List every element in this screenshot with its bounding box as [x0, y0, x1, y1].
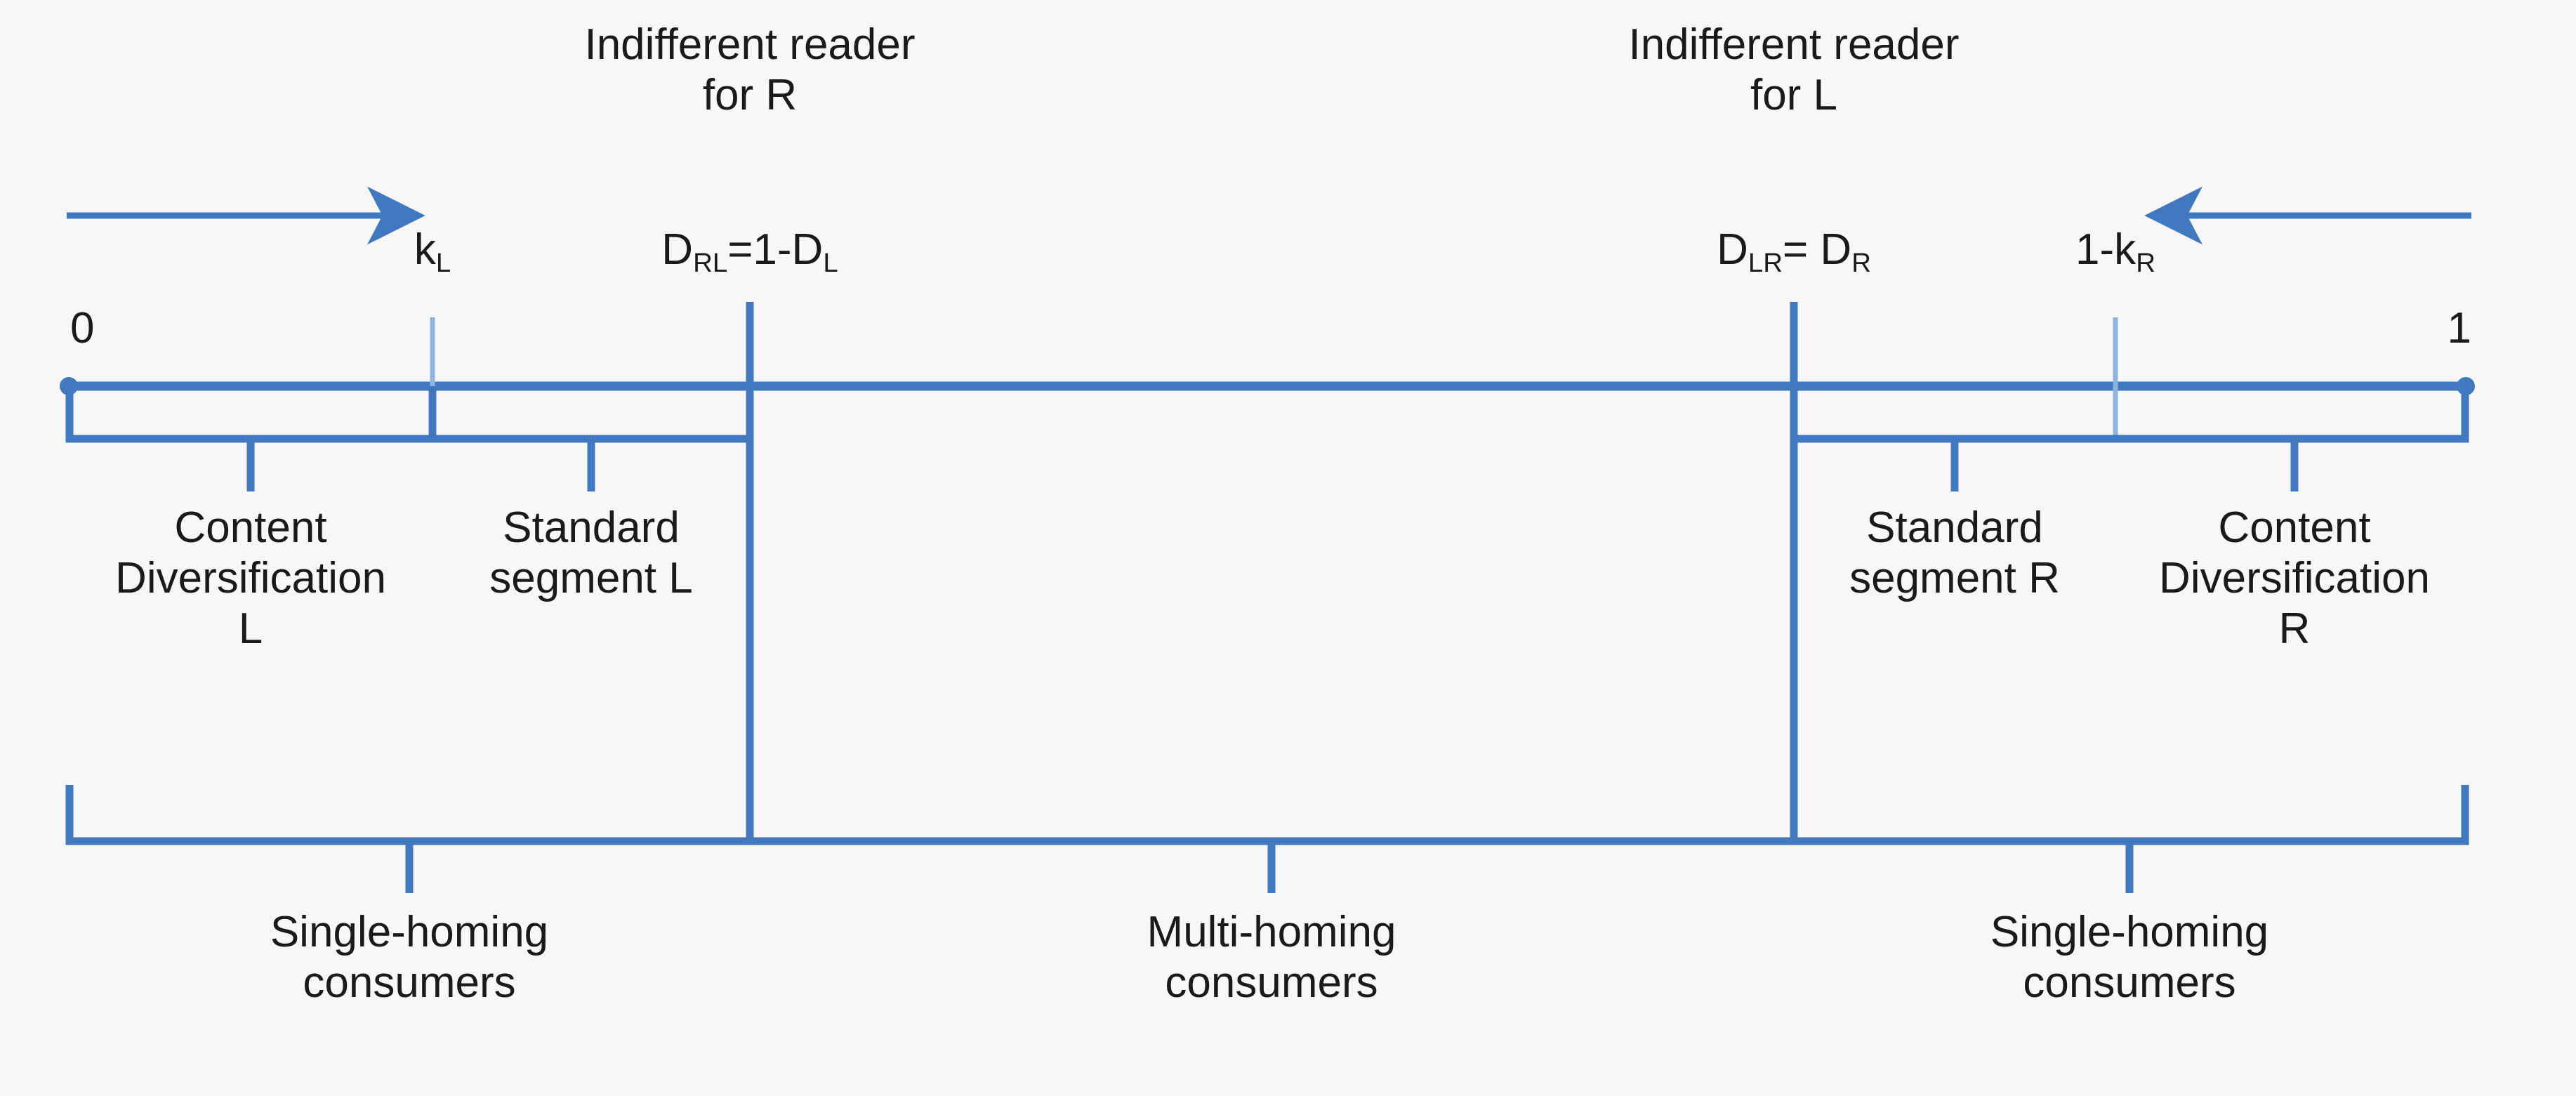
segment-label-content-diversification-l-line3: L [238, 604, 263, 653]
upper-bracket-content-diversification-l [65, 386, 432, 491]
upper-bracket-standard-segment-r [1790, 386, 2115, 491]
segment-label-standard-segment-l-line2: segment L [489, 553, 693, 602]
tick-label-k-left-base: k [414, 225, 436, 274]
tick-label-k-left-sub: L [435, 247, 451, 278]
upper-bracket-standard-segment-l [428, 386, 750, 491]
upper-bracket-content-diversification-r [2115, 386, 2469, 491]
annotation-indifferent-reader-r-line2: for R [702, 70, 798, 119]
tick-label-d-lr-sub: LR [1748, 247, 1783, 278]
tick-label-one-minus-k-right: 1-kR [1954, 225, 2277, 278]
segment-label-standard-segment-l: Standard segment L [437, 503, 746, 604]
homing-label-multi-homing-line2: consumers [1165, 958, 1378, 1007]
annotation-indifferent-reader-l-line2: for L [1750, 70, 1838, 119]
tick-label-d-rl-suffix-sub: L [823, 247, 838, 278]
axis-endpoint-label-one: 1 [2447, 304, 2471, 352]
tick-label-d-lr: DLR= DR [1527, 225, 2061, 278]
lower-bracket-multi-homing [750, 837, 1794, 893]
segment-label-content-diversification-r-line2: Diversification [2159, 553, 2430, 602]
tick-label-d-rl-suffix: =1-D [727, 225, 824, 274]
segment-label-standard-segment-r: Standard segment R [1800, 503, 2109, 604]
segment-label-content-diversification-l-line2: Diversification [115, 553, 386, 602]
homing-label-multi-homing-line1: Multi-homing [1147, 908, 1396, 956]
lower-bracket-single-homing-right [1794, 785, 2469, 893]
homing-label-single-homing-right: Single-homing consumers [1849, 907, 2410, 1008]
segment-label-standard-segment-r-line1: Standard [1866, 503, 2043, 552]
lower-bracket-single-homing-left [65, 785, 750, 893]
segment-label-standard-segment-l-line1: Standard [503, 503, 680, 552]
homing-label-single-homing-right-line1: Single-homing [1990, 908, 2269, 956]
segment-label-content-diversification-r-line1: Content [2218, 503, 2371, 552]
main-axis-line [60, 377, 2475, 395]
homing-label-single-homing-left: Single-homing consumers [128, 907, 690, 1008]
axis-endpoint-label-zero: 0 [70, 304, 95, 352]
homing-label-single-homing-left-line2: consumers [303, 958, 516, 1007]
tick-label-k-left: kL [306, 225, 559, 278]
homing-label-multi-homing: Multi-homing consumers [991, 907, 1552, 1008]
segment-label-content-diversification-r: Content Diversification R [2070, 503, 2519, 654]
tick-label-one-minus-k-right-base: 1-k [2075, 225, 2136, 274]
segment-label-standard-segment-r-line2: segment R [1849, 553, 2060, 602]
homing-label-single-homing-right-line2: consumers [2023, 958, 2236, 1007]
tick-label-one-minus-k-right-sub: R [2136, 247, 2155, 278]
annotation-indifferent-reader-l-line1: Indifferent reader [1628, 20, 1960, 69]
annotation-indifferent-reader-l: Indifferent reader for L [1527, 20, 2061, 121]
tick-label-d-rl-sub: RL [693, 247, 728, 278]
segment-label-content-diversification-l-line1: Content [174, 503, 327, 552]
tick-label-d-rl: DRL=1-DL [483, 225, 1017, 278]
annotation-indifferent-reader-r: Indifferent reader for R [483, 20, 1017, 121]
segment-label-content-diversification-r-line3: R [2278, 604, 2311, 653]
tick-label-d-lr-suffix: = D [1782, 225, 1852, 274]
tick-label-d-lr-base: D [1717, 225, 1748, 274]
annotation-indifferent-reader-r-line1: Indifferent reader [584, 20, 916, 69]
segment-label-content-diversification-l: Content Diversification L [26, 503, 475, 654]
tick-label-d-lr-suffix-sub: R [1851, 247, 1871, 278]
homing-label-single-homing-left-line1: Single-homing [270, 908, 549, 956]
tick-label-d-rl-base: D [661, 225, 694, 274]
